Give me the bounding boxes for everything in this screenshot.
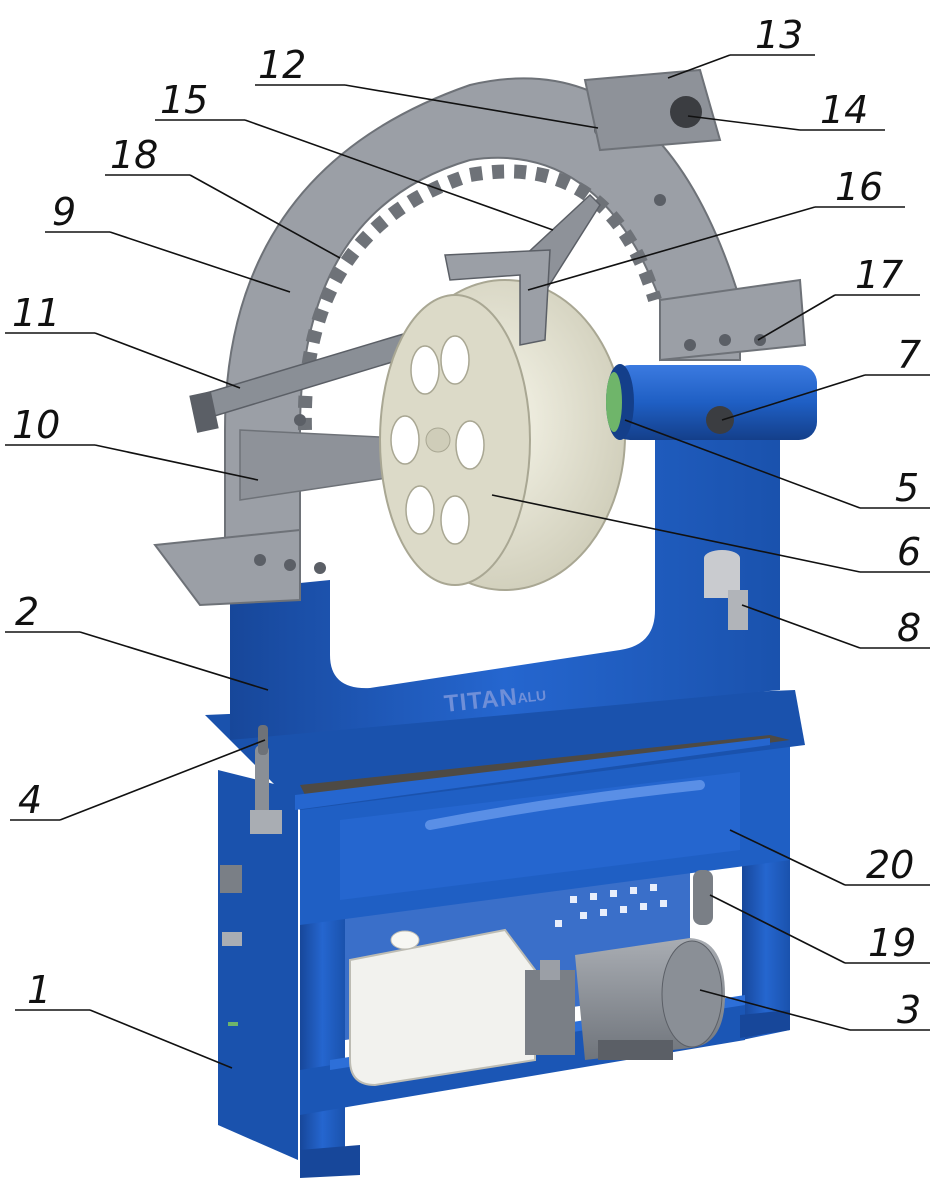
svg-text:2: 2 bbox=[15, 590, 39, 634]
callout-1: 1 bbox=[15, 968, 233, 1069]
hydraulic-cylinder bbox=[606, 364, 817, 440]
svg-text:7: 7 bbox=[897, 333, 921, 377]
callout-15: 15 bbox=[155, 78, 554, 231]
callout-13: 13 bbox=[667, 13, 815, 79]
svg-text:18: 18 bbox=[110, 133, 158, 177]
rim-spoke-holes bbox=[390, 335, 485, 545]
brand-logo-suffix: ALU bbox=[517, 687, 547, 706]
callout-14: 14 bbox=[687, 88, 885, 132]
svg-text:1: 1 bbox=[27, 968, 51, 1012]
callout-5: 5 bbox=[624, 419, 930, 510]
svg-text:3: 3 bbox=[897, 988, 921, 1032]
callout-4: 4 bbox=[10, 739, 266, 822]
svg-text:4: 4 bbox=[18, 778, 42, 822]
svg-text:12: 12 bbox=[258, 43, 306, 87]
callouts: 1 2 3 4 5 6 bbox=[5, 13, 930, 1069]
svg-text:16: 16 bbox=[835, 165, 883, 209]
callout-8: 8 bbox=[741, 604, 930, 650]
callout-17: 17 bbox=[757, 253, 920, 341]
mounting-arm bbox=[444, 193, 601, 346]
svg-text:11: 11 bbox=[12, 291, 60, 335]
callout-18: 18 bbox=[105, 133, 341, 259]
svg-text:10: 10 bbox=[12, 403, 60, 447]
svg-text:20: 20 bbox=[866, 843, 914, 887]
callout-11: 11 bbox=[5, 291, 241, 389]
callout-12: 12 bbox=[255, 43, 599, 129]
svg-text:14: 14 bbox=[820, 88, 868, 132]
valve bbox=[704, 550, 748, 630]
callout-6: 6 bbox=[491, 494, 930, 574]
callout-7: 7 bbox=[721, 333, 930, 421]
callout-9: 9 bbox=[45, 190, 291, 293]
power-unit bbox=[349, 928, 725, 1087]
callout-19: 19 bbox=[709, 894, 930, 965]
svg-text:5: 5 bbox=[895, 466, 919, 510]
gear-arc bbox=[153, 68, 807, 607]
handle bbox=[693, 870, 713, 925]
svg-text:19: 19 bbox=[868, 921, 916, 965]
svg-text:13: 13 bbox=[755, 13, 803, 57]
svg-text:8: 8 bbox=[897, 606, 921, 650]
callout-10: 10 bbox=[5, 403, 259, 481]
svg-text:6: 6 bbox=[897, 530, 921, 574]
svg-text:9: 9 bbox=[52, 190, 76, 234]
svg-text:15: 15 bbox=[160, 78, 208, 122]
callout-2: 2 bbox=[5, 590, 269, 691]
callout-3: 3 bbox=[699, 988, 930, 1032]
callout-16: 16 bbox=[527, 165, 905, 291]
wheel-rim bbox=[379, 279, 626, 591]
svg-text:17: 17 bbox=[855, 253, 903, 297]
callout-20: 20 bbox=[729, 829, 930, 887]
control-lever bbox=[250, 725, 282, 834]
side-controls bbox=[220, 865, 242, 1026]
